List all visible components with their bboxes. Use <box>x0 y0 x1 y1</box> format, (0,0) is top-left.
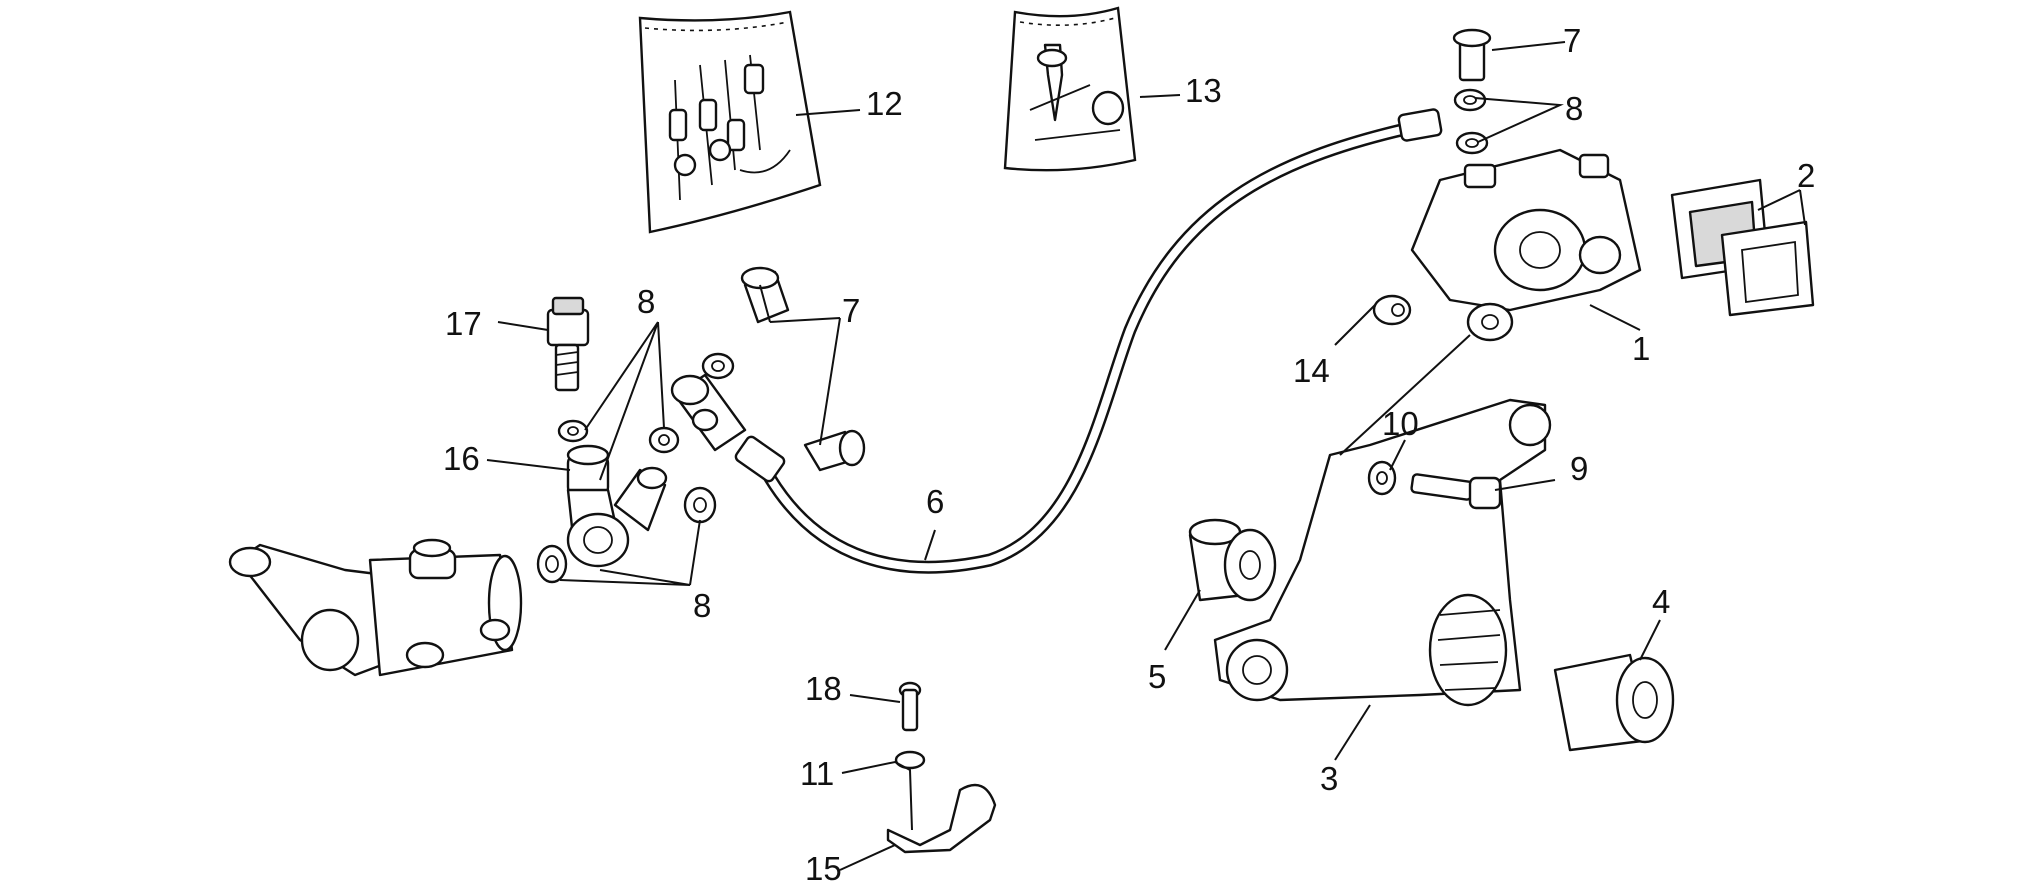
nut-14 <box>1372 294 1412 326</box>
callout-2: 2 <box>1797 157 1815 194</box>
leader-lines <box>486 41 1806 871</box>
spacer-4 <box>1553 653 1675 752</box>
banjo-bolt-7-lower <box>803 429 866 472</box>
callout-17: 17 <box>445 305 482 342</box>
copper-washers-8 <box>536 88 1489 584</box>
callout-6: 6 <box>926 483 944 520</box>
callout-labels: 1 2 3 4 5 6 7 7 8 8 8 9 10 11 12 13 14 1… <box>443 22 1815 882</box>
callout-1: 1 <box>1632 330 1650 367</box>
bleed-kit-bag-13 <box>1003 6 1137 172</box>
brake-pads-2 <box>1670 178 1815 317</box>
callout-8a: 8 <box>1565 90 1583 127</box>
callout-13: 13 <box>1185 72 1222 109</box>
pressure-switch-17 <box>546 296 590 392</box>
brake-hose-6 <box>734 108 1443 574</box>
brake-caliper-1 <box>1410 148 1642 342</box>
callout-7a: 7 <box>1563 22 1581 59</box>
callout-16: 16 <box>443 440 480 477</box>
screw-18 <box>898 681 922 732</box>
master-cylinder <box>228 538 523 677</box>
callout-7b: 7 <box>842 292 860 329</box>
banjo-bolt-7-right <box>1452 28 1492 82</box>
washer-11 <box>894 750 926 770</box>
banjo-fitting <box>670 373 747 452</box>
banjo-bolt-7-left <box>740 266 790 324</box>
callout-9: 9 <box>1570 450 1588 487</box>
elbow-union-16 <box>566 444 668 568</box>
callout-4: 4 <box>1652 583 1670 620</box>
callout-15: 15 <box>805 850 842 882</box>
washer-10 <box>1367 460 1397 496</box>
callout-5: 5 <box>1148 658 1166 695</box>
spacer-5 <box>1188 518 1277 602</box>
bolt-9 <box>1410 473 1502 510</box>
callout-10: 10 <box>1382 405 1419 442</box>
callout-3: 3 <box>1320 760 1338 797</box>
callout-11: 11 <box>800 755 834 792</box>
callout-18: 18 <box>805 670 842 707</box>
caliper-bracket-3 <box>1213 398 1552 707</box>
seal-kit-bag-12 <box>638 10 822 234</box>
callout-8b: 8 <box>637 283 655 320</box>
callout-14: 14 <box>1293 352 1330 389</box>
callout-8c: 8 <box>693 587 711 624</box>
callout-12: 12 <box>866 85 903 122</box>
clamp-15 <box>886 783 997 854</box>
